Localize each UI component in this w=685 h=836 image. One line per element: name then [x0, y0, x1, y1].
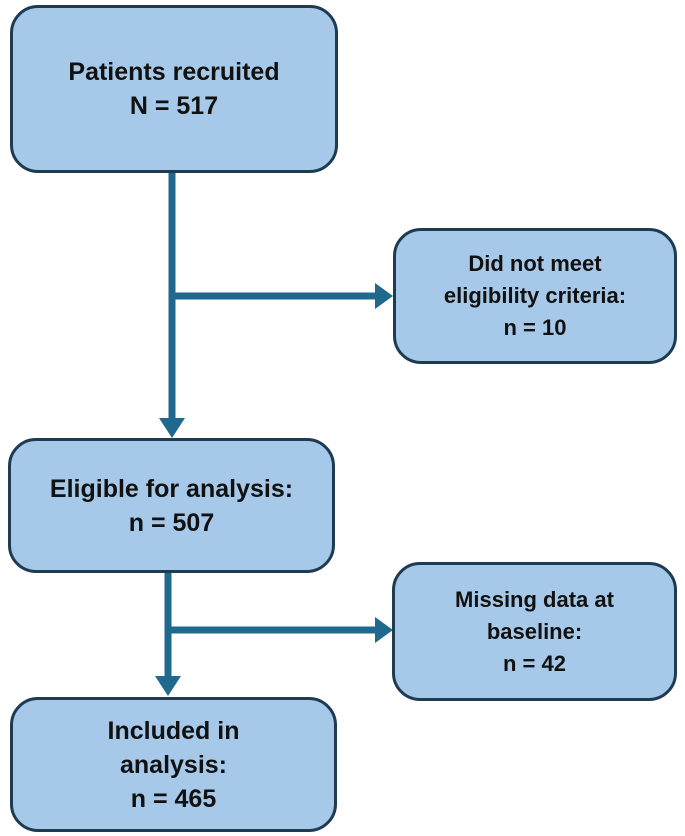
box-text-line: Patients recruited	[68, 58, 280, 86]
arrowhead-branch-not-eligible	[375, 283, 393, 309]
box-text-line: eligibility criteria:	[443, 283, 627, 308]
box-text-line: Eligible for analysis:	[49, 474, 294, 503]
box-text-line: Missing data at	[455, 586, 614, 612]
box-text-line: N = 517	[129, 92, 219, 120]
flow-box-missing-data-baseline: Missing data at baseline: n = 42	[392, 562, 677, 701]
flow-box-patients-recruited: Patients recruited N = 517	[10, 5, 338, 173]
arrowhead-recruited-to-eligible	[159, 418, 185, 438]
box-text-line: n = 10	[503, 315, 567, 340]
box-text-line: n = 465	[130, 784, 217, 813]
box-text-line: n = 507	[128, 508, 215, 537]
flow-box-did-not-meet-eligibility: Did not meet eligibility criteria: n = 1…	[393, 228, 677, 364]
box-text-line: Included in	[107, 716, 240, 745]
flow-box-included-in-analysis: Included in analysis: n = 465	[10, 697, 337, 832]
arrowhead-branch-missing-data	[375, 617, 393, 643]
box-text-line: Did not meet	[468, 251, 602, 276]
box-text-line: n = 42	[503, 650, 566, 676]
flow-box-eligible-for-analysis: Eligible for analysis: n = 507	[8, 438, 335, 573]
arrowhead-eligible-to-included	[155, 676, 181, 696]
box-text-line: analysis:	[119, 750, 227, 779]
box-text-line: baseline:	[486, 618, 583, 644]
